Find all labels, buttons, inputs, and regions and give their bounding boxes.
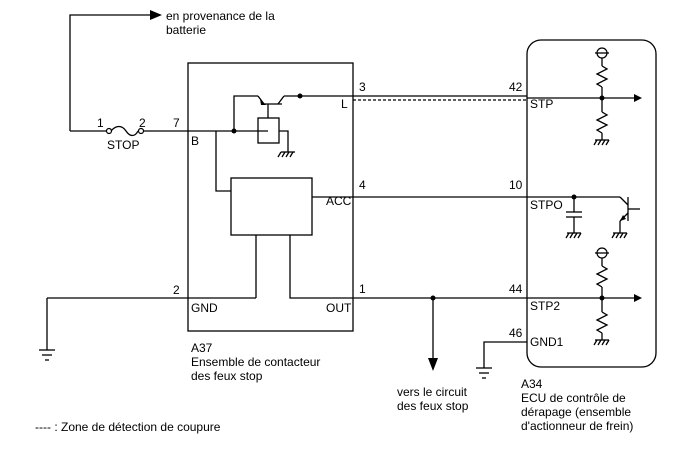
vcc-symbol-icon <box>595 47 609 59</box>
fuse-pin-2: 2 <box>139 116 146 130</box>
harness-wires: 3 42 4 10 1 44 vers le circuit des feux … <box>353 80 527 413</box>
transistor-icon <box>257 95 285 105</box>
a34-pin-gnd1: 46 <box>509 326 523 340</box>
a34-pin-stp: 42 <box>509 80 523 94</box>
a34-terminal-stpo: STPO <box>530 198 563 212</box>
a34-terminal-gnd1: GND1 <box>530 335 564 349</box>
a37-terminal-l: L <box>341 97 348 111</box>
a37-pin-l: 3 <box>359 80 366 94</box>
vcc-symbol-icon <box>595 247 609 259</box>
fuse-pin-1: 1 <box>97 116 104 130</box>
a37-control-module <box>230 177 313 236</box>
a37-title-line1: Ensemble de contacteur <box>191 355 320 369</box>
a37-pin-gnd: 2 <box>173 283 180 297</box>
legend-detection-zone: ---- : Zone de détection de coupure <box>35 420 221 434</box>
a37-pin-out: 1 <box>359 282 366 296</box>
a37-pin-b: 7 <box>173 116 180 130</box>
a37-title-line2: des feux stop <box>191 369 263 383</box>
a37-terminal-out: OUT <box>326 301 352 315</box>
a34-terminal-stp: STP <box>530 97 553 111</box>
battery-note-line1: en provenance de la <box>166 9 275 23</box>
a34-code: A34 <box>521 377 543 391</box>
transistor-icon <box>619 196 640 222</box>
fuse-stop: 1 2 STOP <box>70 116 188 152</box>
a37-ground: 2 <box>39 283 188 361</box>
ground-symbol-icon <box>277 151 295 158</box>
resistor-icon <box>595 265 609 288</box>
a34-ecu: STP STPO STP2 GND1 <box>521 39 657 433</box>
stop-light-note-line2: des feux stop <box>397 399 469 413</box>
a34-pin-stp2: 44 <box>509 282 523 296</box>
resistor-icon <box>595 65 609 88</box>
resistor-icon <box>595 311 609 334</box>
a34-terminal-stp2: STP2 <box>530 299 560 313</box>
capacitor-icon <box>566 211 582 218</box>
fuse-label: STOP <box>107 138 139 152</box>
a37-code: A37 <box>191 341 213 355</box>
a34-title-line2: dérapage (ensemble <box>521 405 631 419</box>
a34-title-line3: d'actionneur de frein) <box>521 419 633 433</box>
a34-pin-stpo: 10 <box>509 178 523 192</box>
a34-title-line1: ECU de contrôle de <box>521 391 626 405</box>
a37-terminal-b: B <box>191 134 199 148</box>
a37-pin-acc: 4 <box>359 178 366 192</box>
stop-light-note-line1: vers le circuit <box>397 385 468 399</box>
battery-note-line2: batterie <box>166 23 206 37</box>
a37-terminal-gnd: GND <box>191 301 218 315</box>
resistor-icon <box>595 111 609 134</box>
battery-feed: en provenance de la batterie <box>69 9 275 131</box>
a37-terminal-acc: ACC <box>326 194 352 208</box>
a37-switch-assembly: B L ACC GND OUT <box>187 62 354 383</box>
